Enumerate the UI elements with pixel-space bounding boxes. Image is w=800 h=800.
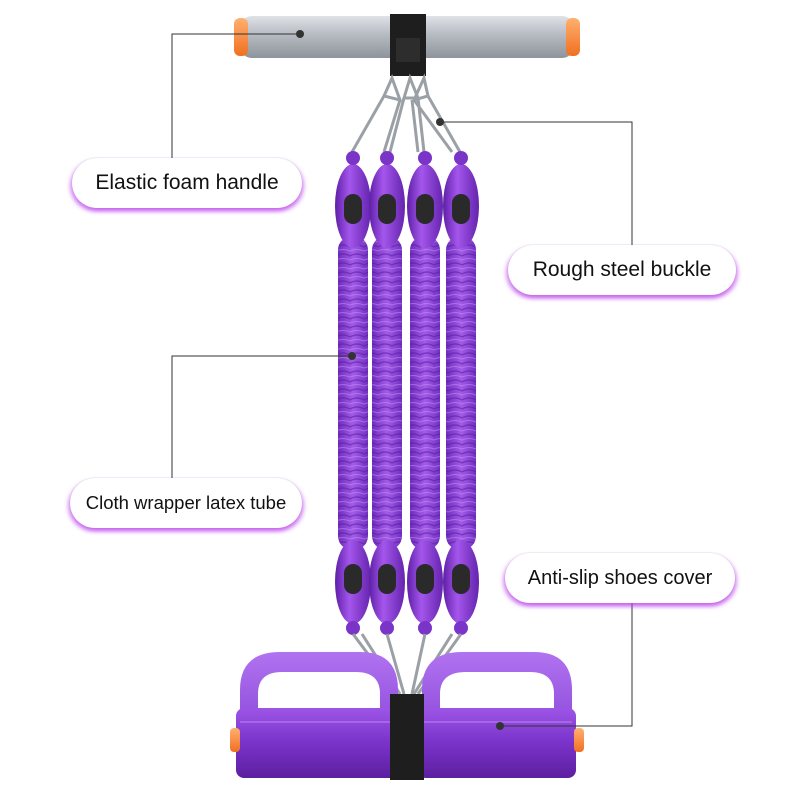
pedals [230, 652, 584, 780]
tube-3 [410, 236, 440, 550]
leader-dots [296, 30, 504, 730]
callout-label: Anti-slip shoes cover [527, 566, 713, 589]
callout-label: Elastic foam handle [95, 171, 279, 194]
leader-line-buckle [440, 121, 633, 245]
handle-end-cap-left [234, 18, 248, 56]
callout-anti-slip-shoes-cover: Anti-slip shoes cover [505, 553, 735, 603]
tube-2 [372, 236, 402, 550]
tube-1 [338, 236, 368, 550]
leader-line-cover [500, 603, 633, 727]
leader-line-tube [171, 355, 352, 478]
handle-end-cap-right [566, 18, 580, 56]
upper-connectors [335, 151, 479, 248]
foot-roller-left [236, 708, 402, 778]
leader-lines [171, 33, 633, 727]
leader-line-handle [171, 33, 300, 158]
callout-elastic-foam-handle: Elastic foam handle [72, 158, 302, 208]
pedal-strap [390, 694, 424, 780]
foam-handle [234, 14, 580, 76]
foot-roller-right [418, 708, 576, 778]
callout-cloth-wrapper-latex-tube: Cloth wrapper latex tube [70, 478, 302, 528]
tube-4 [446, 236, 476, 550]
upper-steel-buckles [350, 73, 462, 153]
callout-label: Cloth wrapper latex tube [85, 492, 287, 513]
lower-connectors [335, 540, 479, 635]
callout-label: Rough steel buckle [532, 258, 712, 281]
callout-rough-steel-buckle: Rough steel buckle [508, 245, 736, 295]
